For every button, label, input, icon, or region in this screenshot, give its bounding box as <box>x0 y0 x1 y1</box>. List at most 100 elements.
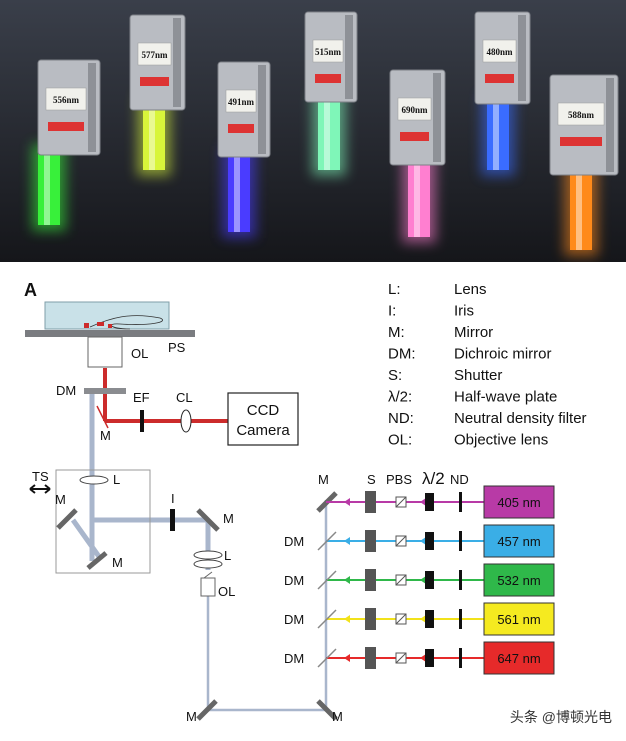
pbs-diagonal <box>395 613 407 625</box>
laser-unit: 515nm <box>304 11 358 176</box>
pbs-diagonal <box>395 574 407 586</box>
laser-wavelength-label: 480nm <box>486 47 513 57</box>
legend-abbr: S: <box>388 367 402 384</box>
legend-abbr: DM: <box>388 346 416 363</box>
laser-label-plate <box>397 97 432 121</box>
dichroic-mirror <box>317 648 337 668</box>
laser-beam-core <box>414 162 420 237</box>
dichroic-mirror <box>317 531 337 551</box>
laser-unit: 577nm <box>129 14 186 176</box>
ef-label: EF <box>133 390 150 405</box>
m-label-ts-left: M <box>55 492 66 507</box>
panel-label: A <box>24 280 37 300</box>
mirror-ts-left <box>56 508 78 530</box>
laser-warning-sticker <box>140 77 169 86</box>
laser-heatsink <box>173 18 181 107</box>
dichroic-mirror-main <box>84 388 126 394</box>
laser-beam-rod <box>38 150 60 225</box>
l-label-lower: L <box>224 548 231 563</box>
laser-wavelength-label: 556nm <box>53 95 80 105</box>
legend-abbr: ND: <box>388 410 414 427</box>
laser-label-plate <box>482 39 517 63</box>
ts-label: TS <box>32 469 49 484</box>
dm-label: DM <box>284 573 304 588</box>
m-label-top: M <box>100 428 111 443</box>
legend-abbr: M: <box>388 324 405 341</box>
camera-label-line2: Camera <box>236 422 290 439</box>
shutter <box>365 491 376 513</box>
beam-arrow-icon <box>344 537 350 545</box>
legend-abbr: I: <box>388 303 396 320</box>
m-label-right-top: M <box>223 511 234 526</box>
beam-reflection-mark <box>96 405 109 429</box>
laser-label-plate <box>137 42 172 66</box>
laser-beam-core <box>576 170 582 250</box>
dichroic-mirror <box>317 609 337 629</box>
half-wave-header: λ/2 <box>422 469 445 488</box>
m-label-combiner-top: M <box>318 472 329 487</box>
laser-row: DM 532 nm <box>284 563 555 597</box>
laser-beam-core <box>44 150 50 225</box>
objective-lower <box>200 571 216 597</box>
legend-desc: Shutter <box>454 367 502 384</box>
nd-header: ND <box>450 472 469 487</box>
dm-label: DM <box>284 651 304 666</box>
pbs-diagonal <box>395 652 407 664</box>
nd-filter <box>459 492 462 512</box>
l-label-upper: L <box>113 472 120 487</box>
i-label: I <box>171 491 175 506</box>
sample-chamber <box>44 301 170 330</box>
sample-cell-1 <box>84 323 89 328</box>
half-wave-plate <box>425 493 434 511</box>
laser-source-label: 532 nm <box>497 573 540 588</box>
beam-arrow-icon <box>344 576 350 584</box>
mirror-bottom-left <box>196 699 218 721</box>
m-label-bottom-right: M <box>332 709 343 724</box>
legend-desc: Neutral density filter <box>454 410 587 427</box>
laser-beam-rod <box>318 98 340 170</box>
beam-arrow-icon <box>420 615 426 623</box>
half-wave-plate <box>425 610 434 628</box>
laser-source-label: 405 nm <box>497 495 540 510</box>
lens-lower-2 <box>193 559 223 569</box>
laser-source-box <box>483 563 555 597</box>
laser-wavelength-label: 577nm <box>141 50 168 60</box>
legend-abbr: L: <box>388 281 401 298</box>
pbs-header: PBS <box>386 472 412 487</box>
beam-arrow-icon <box>344 498 350 506</box>
legend-desc: Iris <box>454 303 474 320</box>
dm-label: DM <box>284 612 304 627</box>
ts-arrow-icon <box>29 484 51 494</box>
beam-arrow-icon <box>420 576 426 584</box>
laser-beam-rod <box>408 162 430 237</box>
beam-arrow-icon <box>344 654 350 662</box>
shutter <box>365 608 376 630</box>
legend-desc: Lens <box>454 281 487 298</box>
ol-label: OL <box>131 346 148 361</box>
m-label-bottom-left: M <box>186 709 197 724</box>
laser-heatsink <box>433 73 441 162</box>
laser-warning-sticker <box>315 74 341 83</box>
laser-source-label: 561 nm <box>497 612 540 627</box>
laser-wavelength-label: 690nm <box>401 105 428 115</box>
laser-source-box <box>483 524 555 558</box>
laser-label-plate <box>45 87 87 111</box>
nd-filter <box>459 531 462 551</box>
sample-cell-3 <box>108 324 112 328</box>
lens-upper <box>79 475 109 485</box>
pbs-diagonal <box>395 535 407 547</box>
camera-label-line1: CCD <box>247 402 280 419</box>
half-wave-plate <box>425 532 434 550</box>
laser-source-label: 457 nm <box>497 534 540 549</box>
mirror-ts-bottom <box>86 551 108 570</box>
laser-beam-core <box>149 100 155 170</box>
laser-source-box <box>483 485 555 519</box>
laser-heatsink <box>258 65 266 154</box>
mirror-right-top <box>196 508 220 532</box>
laser-warning-sticker <box>400 132 429 141</box>
